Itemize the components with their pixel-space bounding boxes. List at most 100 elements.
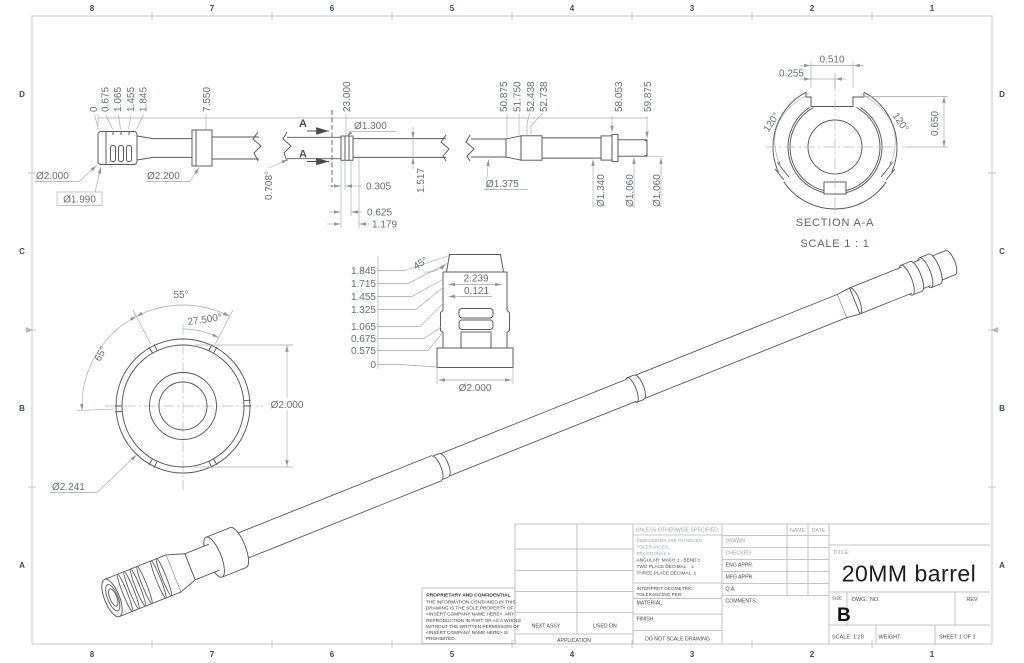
proprietary-line: DRAWING IS THE SOLE PROPERTY OF bbox=[426, 606, 513, 611]
dim-label: 1.179 bbox=[372, 220, 397, 231]
section-hatched-ring bbox=[789, 101, 881, 193]
zone-label: D bbox=[999, 90, 1005, 99]
dim-label: 59.875 bbox=[643, 81, 654, 112]
dim-label: 0.575 bbox=[351, 346, 376, 357]
date-column-header: DATE bbox=[812, 528, 826, 534]
dim-label: 52.738 bbox=[539, 81, 550, 112]
zone-label: 8 bbox=[90, 650, 95, 659]
dim-label: Ø1.990 bbox=[63, 195, 96, 206]
size-value: B bbox=[837, 605, 851, 626]
section-view: 0.510 0.255 120° 120° 0.650 SECTION A-A … bbox=[762, 55, 948, 250]
side-view-dimensions: A A 0 0.675 1.065 1.455 1.845 7.550 23.0… bbox=[35, 81, 663, 231]
proprietary-line: THE INFORMATION CONTAINED IN THIS bbox=[426, 600, 516, 605]
dim-label: 1.455 bbox=[351, 292, 376, 303]
section-top-slot bbox=[805, 92, 865, 107]
detail-view-dim-lines bbox=[377, 255, 514, 384]
zone-label: C bbox=[19, 247, 25, 256]
dim-label: 120° bbox=[762, 111, 783, 134]
zone-label: C bbox=[999, 247, 1005, 256]
zone-label: 3 bbox=[690, 4, 695, 13]
dim-label: 1.065 bbox=[351, 322, 376, 333]
dim-label: 2.239 bbox=[463, 274, 488, 285]
front-view: Ø2.000 55° 27.500° 65° Ø2.241 bbox=[50, 290, 311, 493]
dim-label: 1.845 bbox=[139, 87, 150, 112]
dim-label: 45° bbox=[412, 255, 431, 272]
proprietary-line: <INSERT COMPANY NAME HERE> IS bbox=[426, 630, 508, 635]
zone-label: A bbox=[999, 561, 1005, 570]
dim-label: 0 bbox=[89, 106, 100, 112]
zone-labels: 8 7 6 5 4 3 2 1 8 7 6 5 4 3 2 1 D C B A … bbox=[19, 4, 1005, 659]
material-label: MATERIAL bbox=[637, 601, 663, 607]
zone-label: 4 bbox=[570, 650, 575, 659]
zone-label: 5 bbox=[450, 650, 455, 659]
dim-label: 23.000 bbox=[342, 81, 353, 112]
zone-label: 6 bbox=[330, 4, 335, 13]
side-view-geometry bbox=[97, 129, 648, 167]
size-label: SIZE bbox=[832, 596, 842, 601]
dim-label: 1.325 bbox=[351, 305, 376, 316]
rev-label: REV bbox=[966, 597, 978, 603]
section-cut-label: A bbox=[299, 149, 307, 161]
zone-ticks bbox=[26, 12, 998, 648]
dim-label: Ø1.060 bbox=[652, 174, 663, 207]
title-label: TITLE: bbox=[833, 550, 851, 556]
tolerance-note: TWO PLACE DECIMAL ± bbox=[637, 564, 695, 569]
zone-label: B bbox=[19, 404, 25, 413]
approval-row-label: CHECKED bbox=[726, 551, 752, 557]
dim-label: Ø2.200 bbox=[147, 171, 180, 182]
tolerance-note: TOLERANCES: bbox=[637, 545, 670, 550]
dim-label: 0.675 bbox=[351, 334, 376, 345]
dim-label: 51.750 bbox=[513, 81, 524, 112]
section-cut-label: A bbox=[299, 118, 307, 130]
dim-label: 1.845 bbox=[351, 266, 376, 277]
dim-label: 0.121 bbox=[464, 286, 489, 297]
section-dim-lines bbox=[774, 61, 948, 169]
interpret-note: TOLERANCING PER: bbox=[637, 592, 683, 597]
dim-label: 0.305 bbox=[366, 182, 391, 193]
proprietary-note: PROPRIETARY AND CONFIDENTIAL THE INFORMA… bbox=[426, 593, 521, 642]
dim-label: 0.255 bbox=[779, 69, 804, 80]
side-view: A A 0 0.675 1.065 1.455 1.845 7.550 23.0… bbox=[35, 81, 663, 231]
section-scale: SCALE 1 : 1 bbox=[800, 238, 869, 250]
zone-label: 6 bbox=[330, 650, 335, 659]
interpret-note: INTERPRET GEOMETRIC bbox=[637, 586, 694, 591]
zone-label: 7 bbox=[210, 4, 215, 13]
dim-label: 55° bbox=[173, 290, 188, 301]
dim-label: Ø1.340 bbox=[596, 174, 607, 207]
detail-view-geometry bbox=[436, 254, 514, 368]
section-cut-line: A A bbox=[299, 110, 333, 187]
used-on-label: USED ON bbox=[593, 624, 617, 630]
proprietary-line: REPRODUCTION IN PART OR AS A WHOLE bbox=[426, 618, 521, 623]
zone-label: 4 bbox=[570, 4, 575, 13]
tolerance-note: THREE PLACE DECIMAL ± bbox=[637, 571, 697, 576]
sheet-label: SHEET 1 OF 1 bbox=[939, 635, 976, 641]
next-assy-label: NEXT ASSY bbox=[532, 624, 561, 630]
zone-label: 7 bbox=[210, 650, 215, 659]
sheet-frame: 8 7 6 5 4 3 2 1 8 7 6 5 4 3 2 1 D C B A … bbox=[19, 4, 1005, 659]
detail-view: 1.845 1.715 1.455 1.325 1.065 0.675 0.57… bbox=[351, 254, 514, 394]
proprietary-line: PROHIBITED. bbox=[426, 636, 456, 641]
scale-label: SCALE: 1:20 bbox=[832, 635, 864, 641]
dim-label: 1.715 bbox=[351, 279, 376, 290]
title-block: UNLESS OTHERWISE SPECIFIED: DIMENSIONS A… bbox=[421, 523, 990, 644]
comments-label: COMMENTS: bbox=[726, 599, 758, 605]
zone-label: 2 bbox=[810, 650, 815, 659]
spec-header: UNLESS OTHERWISE SPECIFIED: bbox=[636, 528, 720, 534]
dim-label: 1.517 bbox=[416, 168, 427, 193]
dim-label: 0.625 bbox=[367, 208, 392, 219]
zone-label: 8 bbox=[90, 4, 95, 13]
approval-row-label: ENG APPR. bbox=[726, 563, 754, 569]
dim-label: 0.708° bbox=[264, 171, 275, 200]
dim-label: 0.675 bbox=[101, 87, 112, 112]
tolerance-note: ANGULAR: MACH ± BEND ± bbox=[637, 558, 701, 563]
weight-label: WEIGHT: bbox=[879, 635, 902, 641]
zone-label: 1 bbox=[930, 650, 935, 659]
zone-label: 2 bbox=[810, 4, 815, 13]
zone-label: A bbox=[19, 561, 25, 570]
approval-row-label: Q.A. bbox=[726, 587, 736, 593]
zone-label: B bbox=[999, 404, 1005, 413]
approval-row-label: MFG APPR. bbox=[726, 575, 754, 581]
application-label: APPLICATION bbox=[557, 638, 591, 644]
dim-label: Ø1.300 bbox=[354, 121, 387, 132]
